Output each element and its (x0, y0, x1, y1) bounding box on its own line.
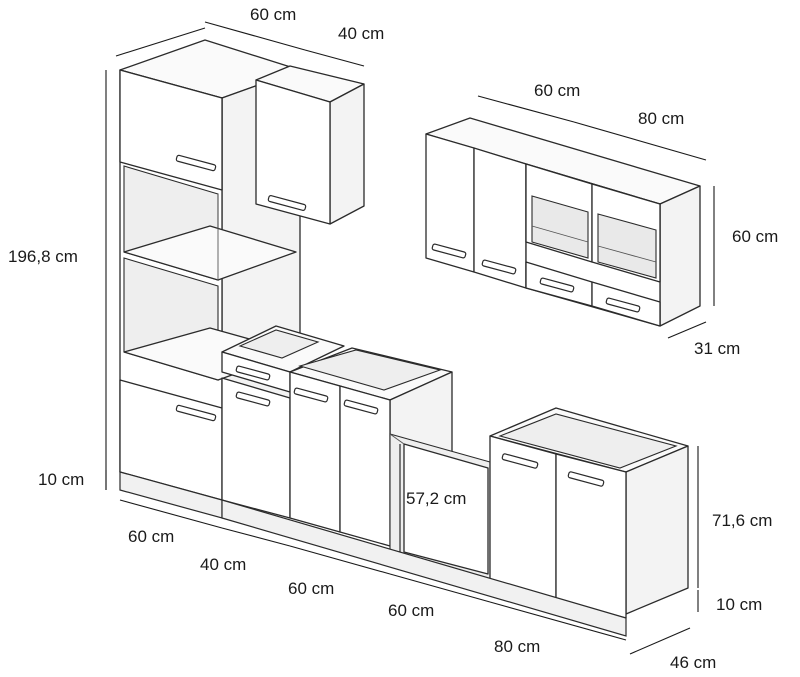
dim-base-width-5: 80 cm (494, 637, 540, 656)
dim-upper-width-b: 40 cm (338, 24, 384, 43)
door-handle-icon (431, 243, 467, 259)
door-handle-icon (501, 453, 539, 469)
door-handle-icon (343, 399, 379, 415)
door-handle-icon (175, 404, 217, 422)
door-handle-icon (175, 154, 217, 172)
base-plinth (221, 499, 627, 637)
dim-base-width-3: 60 cm (288, 579, 334, 598)
wall-cabinets (425, 117, 701, 327)
dim-base-height: 71,6 cm (712, 511, 772, 530)
base-cabinet-60a (289, 347, 453, 547)
base-cabinet-40 (221, 325, 345, 519)
door-handle-icon (539, 277, 575, 293)
dim-base-depth: 46 cm (670, 653, 716, 672)
dim-plinth-left: 10 cm (38, 470, 84, 489)
dim-oven-opening: 57,2 cm (406, 489, 466, 508)
door-handle-icon (267, 195, 307, 211)
door-handle-icon (481, 259, 517, 275)
door-handle-icon (293, 387, 329, 403)
drawer-handle-icon (235, 365, 271, 381)
dim-base-width-2: 40 cm (200, 555, 246, 574)
dim-base-width-1: 60 cm (128, 527, 174, 546)
dim-wall-depth: 31 cm (694, 339, 740, 358)
dim-wall-width-a: 60 cm (534, 81, 580, 100)
dim-base-width-4: 60 cm (388, 601, 434, 620)
upper-cabinet-40 (255, 65, 365, 225)
dim-total-height: 196,8 cm (8, 247, 78, 266)
dim-wall-width-b: 80 cm (638, 109, 684, 128)
dim-wall-height: 60 cm (732, 227, 778, 246)
dimension-lines (105, 21, 715, 655)
dim-plinth-right: 10 cm (716, 595, 762, 614)
oven-housing-60 (389, 433, 491, 581)
dim-upper-width-a: 60 cm (250, 5, 296, 24)
door-handle-icon (235, 391, 271, 407)
door-handle-icon (567, 471, 605, 487)
door-handle-icon (605, 297, 641, 313)
